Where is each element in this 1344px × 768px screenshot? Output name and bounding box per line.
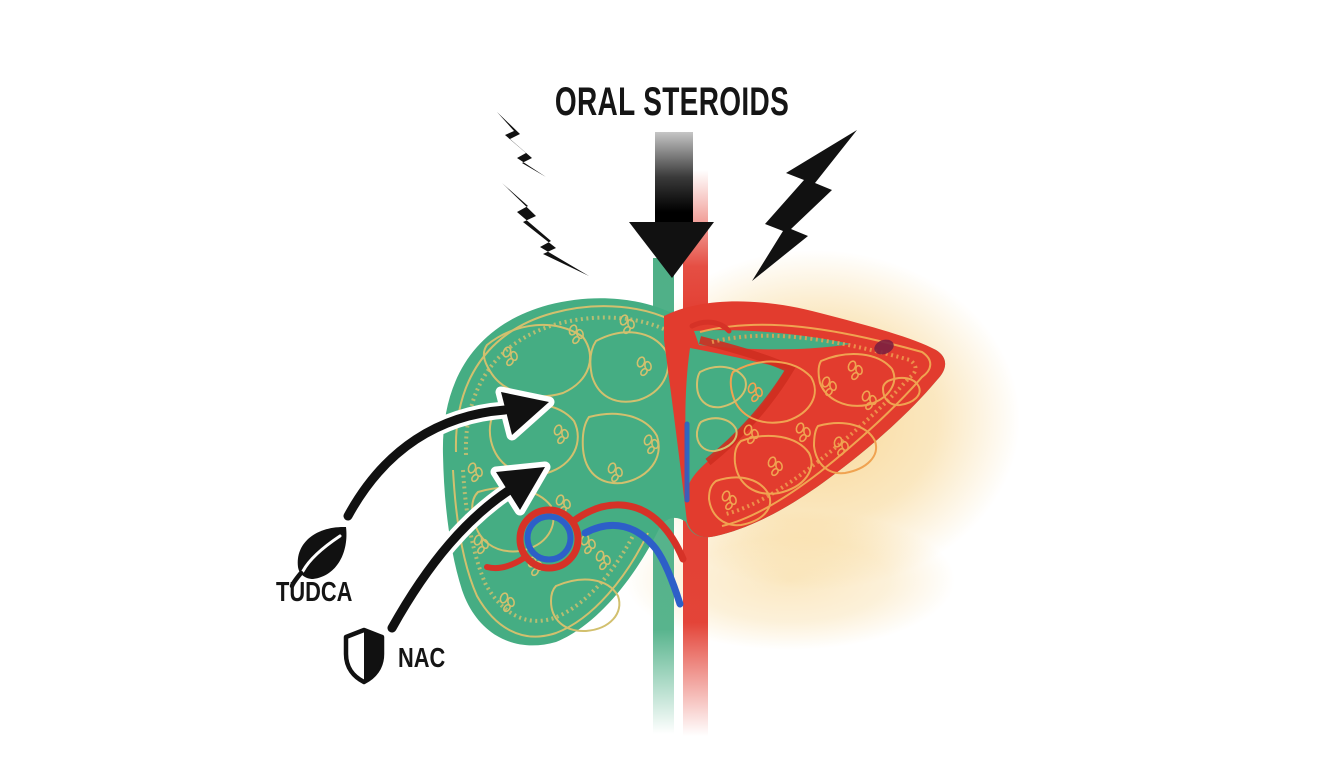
necrosis-spot (874, 339, 894, 355)
top-vessel-red (689, 319, 732, 334)
hepatic-artery-red (571, 501, 687, 563)
damaged-liver-half (664, 301, 946, 538)
shield-icon (343, 627, 385, 685)
inflamed-band (699, 336, 796, 466)
lightning-icon-small-left (497, 112, 546, 177)
nac-label: NAC (398, 642, 446, 673)
portal-vein-blue (581, 521, 684, 608)
page-title: ORAL STEROIDS (554, 80, 790, 124)
gallbladder-vessel-loop (516, 506, 582, 572)
vessel-loop-inner (524, 513, 574, 563)
lightning-icon-large-left (502, 183, 589, 276)
damaged-wedge-lobules (695, 365, 747, 453)
tudca-arrow (339, 386, 555, 525)
damaged-lobule-pattern (699, 323, 932, 527)
down-arrow-icon (629, 132, 714, 278)
leaf-icon (289, 526, 347, 589)
blood-vessels (484, 319, 732, 608)
top-sliver (694, 330, 851, 350)
lightning-icon-right (752, 130, 857, 281)
tudca-label: TUDCA (276, 576, 353, 607)
nac-arrow (383, 461, 551, 637)
artery-branch-red (484, 555, 527, 572)
stress-bolts (497, 112, 857, 281)
